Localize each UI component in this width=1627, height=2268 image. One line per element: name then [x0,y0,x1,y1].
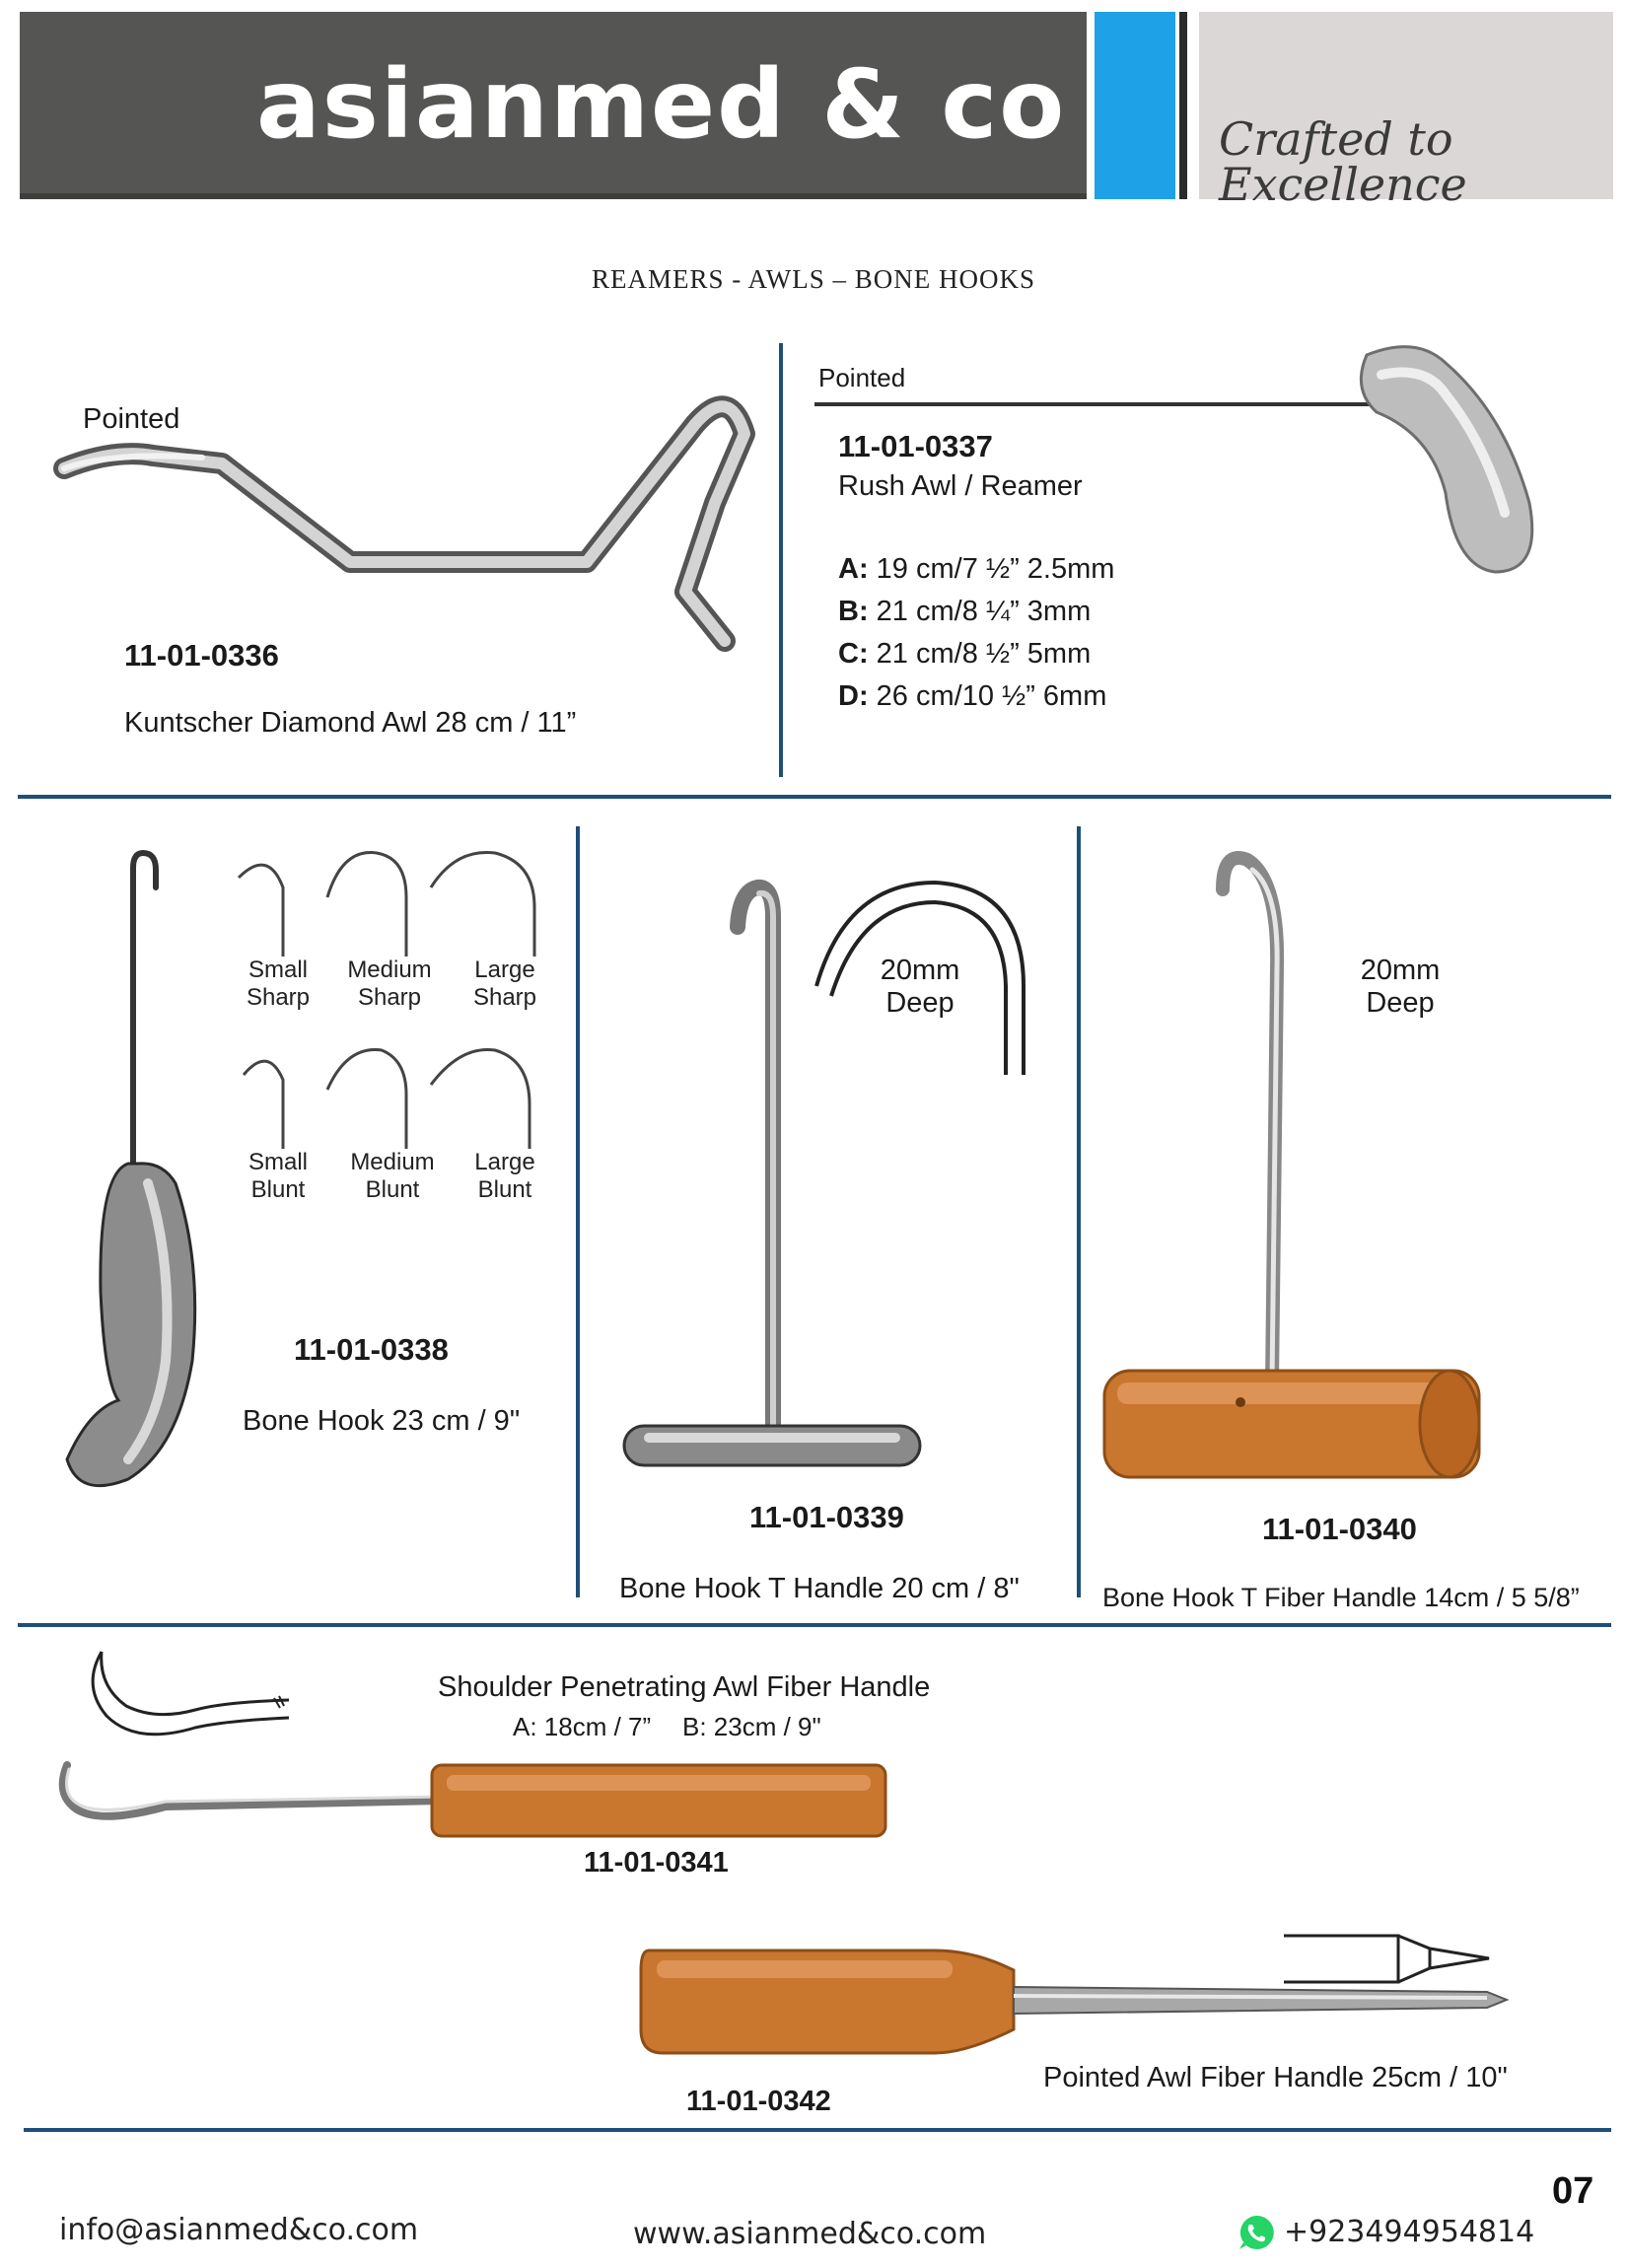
pointed-awl-tip-detail-illustration [1284,1934,1490,1984]
whatsapp-icon [1239,2215,1274,2249]
page-number: 07 [1552,2170,1594,2212]
brand-tagline: Crafted to Excellence [1219,112,1467,211]
header-accent-bar [1179,12,1187,199]
divider-row-2 [18,1623,1611,1627]
p0337-size-d: D: 26 cm/10 ½” 6mm [838,680,1107,712]
p0337-code: 11-01-0337 [838,429,993,463]
p0337-tip-label: Pointed [818,363,906,392]
kuntscher-awl-illustration [53,395,755,652]
fiber-handle-hook-illustration [1102,851,1481,1479]
divider-row-1 [18,795,1611,799]
p0337-size-c: C: 21 cm/8 ½” 5mm [838,638,1092,670]
p0340-code: 11-01-0340 [1262,1512,1417,1546]
footer-phone[interactable]: +923494954814 [1284,2215,1535,2249]
page-title: REAMERS - AWLS – BONE HOOKS [591,264,1036,294]
p0341-code: 11-01-0341 [584,1847,729,1878]
p0336-tip-label: Pointed [83,403,180,435]
divider-row-3 [24,2128,1611,2132]
p0338-description: Bone Hook 23 cm / 9" [243,1405,521,1437]
p0337-size-a: A: 19 cm/7 ½” 2.5mm [838,553,1115,585]
p0339-description: Bone Hook T Handle 20 cm / 8" [619,1573,1020,1604]
p0341-size-b: B: 23cm / 9" [682,1712,821,1741]
pointed-awl-illustration [639,1949,1510,2055]
p0342-code: 11-01-0342 [686,2086,831,2117]
header-tagline-panel [1199,12,1613,199]
p0336-description: Kuntscher Diamond Awl 28 cm / 11” [124,707,577,739]
brand-logo: asianmed & co [256,49,1067,160]
p0341-size-a: A: 18cm / 7” [513,1712,652,1741]
divider-vertical-mid-right [1077,826,1081,1597]
divider-vertical-mid-left [576,826,580,1597]
p0339-code: 11-01-0339 [749,1500,904,1534]
divider-vertical-top [779,343,783,777]
p0342-description: Pointed Awl Fiber Handle 25cm / 10" [1043,2062,1508,2093]
p0338-code: 11-01-0338 [294,1332,449,1367]
shoulder-awl-illustration [58,1761,887,1838]
hook-sizes-sharp-illustration [237,850,536,957]
footer-email[interactable]: info@asianmed&co.com [59,2213,419,2247]
rush-awl-illustration [814,345,1534,574]
shoulder-awl-tip-detail-illustration [91,1651,290,1736]
t-handle-hook-illustration [622,879,1026,1467]
header-banner [20,12,1087,199]
p0336-code: 11-01-0336 [124,638,279,673]
header-accent-blue [1095,12,1175,199]
bone-hook-0338-illustration [65,849,197,1488]
header-shadow [20,193,1087,199]
hook-sizes-blunt-illustration [242,1047,531,1149]
p0337-description: Rush Awl / Reamer [838,470,1083,502]
footer-website[interactable]: www.asianmed&co.com [633,2217,987,2251]
p0337-size-b: B: 21 cm/8 ¼” 3mm [838,596,1092,627]
p0341-title: Shoulder Penetrating Awl Fiber Handle [438,1671,931,1703]
p0340-description: Bone Hook T Fiber Handle 14cm / 5 5/8” [1102,1583,1580,1612]
